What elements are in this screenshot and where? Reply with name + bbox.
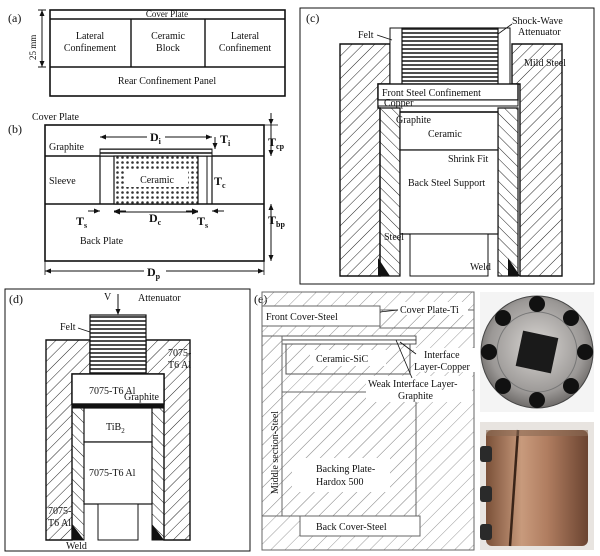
dim-ts-right: Ts: [197, 214, 208, 230]
sleeve-label: Sleeve: [49, 176, 76, 187]
mild-steel-right: [511, 43, 563, 277]
weak-interface-line1: Weak Interface Layer-: [368, 379, 457, 390]
al-bot-line2: T6 Al: [48, 518, 71, 529]
panel-d-label: (d): [9, 292, 23, 306]
lateral-right-line1: Lateral: [231, 31, 260, 42]
shrink-fit-label: Shrink Fit: [448, 154, 489, 165]
cylinder-photo: [486, 430, 588, 546]
back-steel-label: Back Steel Support: [408, 178, 485, 189]
lateral-right-line2: Confinement: [219, 43, 271, 54]
interface-line2: Layer-Copper: [414, 362, 471, 373]
al-core-label: 7075-T6 Al: [89, 468, 136, 479]
dim-dp: Dp: [147, 265, 161, 281]
panel-a: (a) Cover Plate Lateral Confinement Cera…: [8, 9, 286, 97]
graphite-label-b: Graphite: [49, 142, 85, 153]
graphite-layer-b: [99, 148, 213, 157]
ceramic-label-e: Ceramic-SiC: [316, 354, 369, 365]
ceramic-c: [399, 111, 499, 151]
al-top-line1: 7075-: [168, 348, 191, 359]
panel-b: (b) Cover Plate Ceramic Graphite Sleeve …: [8, 112, 285, 281]
photo-top: [480, 292, 594, 412]
tib2-label: TiB2: [106, 422, 125, 435]
dim-dc: Dc: [149, 211, 162, 227]
shock-label-1: Shock-Wave: [512, 16, 563, 27]
front-steel-label: Front Steel Confinement: [382, 88, 481, 99]
back-plate-label: Back Plate: [80, 236, 124, 247]
panel-d: (d) V Attenuator Felt 7075- T6 Al 7075-T…: [4, 288, 251, 552]
photo-bottom: [480, 422, 594, 550]
interface-line1: Interface: [424, 350, 460, 361]
rear-panel-label: Rear Confinement Panel: [118, 76, 217, 87]
al-top-line2: T6 Al: [168, 360, 191, 371]
velocity-label: V: [104, 292, 112, 303]
ceramic-label-b: Ceramic: [140, 175, 174, 186]
panel-b-label: (b): [8, 122, 22, 136]
steel-label-c: Steel: [384, 232, 404, 243]
weak-interface-line2: Graphite: [398, 391, 434, 402]
cover-plate-label-a: Cover Plate: [146, 9, 188, 19]
ceramic-block-line1: Ceramic: [151, 31, 185, 42]
weld-label-c: Weld: [470, 262, 491, 273]
ceramic-tile-photo: [515, 330, 559, 374]
panel-e: (e) Front Cover-Steel Cover Plate-Ti Cer…: [254, 291, 480, 551]
al-plate-label: 7075-T6 Al: [89, 386, 136, 397]
dim-tbp: Tbp: [268, 213, 285, 229]
backing-line2: Hardox 500: [316, 477, 364, 488]
backing-line1: Backing Plate-: [316, 464, 375, 475]
weld-label-d: Weld: [66, 541, 87, 552]
attenuator-d: [89, 314, 147, 375]
graphite-label-c: Graphite: [396, 115, 432, 126]
back-cover-label: Back Cover-Steel: [316, 522, 387, 533]
cover-plate-label-e: Cover Plate-Ti: [400, 305, 459, 316]
dim-ti: Ti: [220, 132, 231, 148]
dim-tcp: Tcp: [268, 135, 285, 151]
graphite-label-d: Graphite: [124, 392, 160, 403]
mild-steel-label: Mild Steel: [524, 58, 566, 69]
shock-wave-attenuator: [401, 27, 499, 85]
dim-di: Di: [150, 130, 162, 146]
dim-tc: Tc: [214, 174, 226, 190]
copper-label: Copper: [384, 98, 414, 109]
ceramic-label-c: Ceramic: [428, 129, 462, 140]
ceramic-block-line2: Block: [156, 43, 180, 54]
cover-plate-label-b: Cover Plate: [32, 112, 79, 123]
panel-b-frame: [44, 124, 265, 262]
felt-label-c: Felt: [358, 30, 374, 41]
dim-ts-left: Ts: [76, 214, 87, 230]
dimension-25mm: 25 mm: [28, 35, 38, 60]
lateral-left-line2: Confinement: [64, 43, 116, 54]
lateral-left-line1: Lateral: [76, 31, 105, 42]
middle-section-label: Middle section-Steel: [270, 411, 281, 494]
front-cover-label: Front Cover-Steel: [266, 312, 338, 323]
panel-a-frame: [49, 9, 286, 97]
panel-a-label: (a): [8, 11, 21, 25]
felt-label-d: Felt: [60, 322, 76, 333]
attenuator-label-d: Attenuator: [138, 293, 181, 304]
al-bot-line1: 7075-: [48, 506, 71, 517]
shock-label-2: Attenuator: [518, 27, 561, 38]
panel-c-label: (c): [306, 11, 319, 25]
panel-c: (c) Felt Shock-Wave Attenuator Mild Stee…: [299, 7, 595, 285]
back-steel-support: [399, 149, 499, 235]
